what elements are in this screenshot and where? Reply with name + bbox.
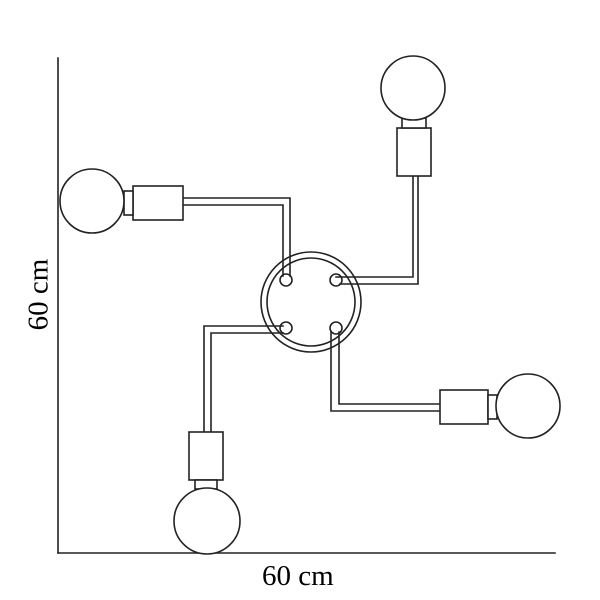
- arm-tube-inner: [338, 331, 441, 405]
- lamp-socket: [132, 185, 184, 221]
- bulb: [59, 168, 125, 234]
- arm-tube-outer: [182, 197, 291, 277]
- canopy-screw: [279, 321, 293, 335]
- arm-tube-outer: [330, 331, 441, 412]
- bulb: [173, 487, 241, 555]
- arm-right: [330, 331, 561, 439]
- arm-tube-outer: [203, 325, 284, 433]
- arm-top-right: [335, 55, 446, 285]
- lamp-socket-collar: [123, 190, 134, 216]
- bulb: [380, 55, 446, 121]
- lamp-socket: [188, 431, 224, 481]
- lamp-socket: [439, 389, 489, 425]
- arm-tube-outer: [335, 175, 414, 278]
- bulb: [495, 373, 561, 439]
- canopy-outer-ring: [260, 251, 362, 353]
- width-dimension-label: 60 cm: [262, 560, 334, 592]
- arm-left: [59, 168, 291, 277]
- arm-bottom-left: [173, 325, 284, 555]
- height-dimension-label: 60 cm: [22, 258, 55, 331]
- arm-tube-inner: [210, 332, 284, 433]
- arm-tube-inner: [182, 204, 284, 277]
- canopy-screw: [329, 321, 343, 335]
- canopy-inner-ring: [266, 257, 356, 347]
- arm-tube-inner: [339, 175, 419, 285]
- canopy: [260, 251, 362, 353]
- canopy-screw: [279, 273, 293, 287]
- lamp-socket: [396, 127, 432, 177]
